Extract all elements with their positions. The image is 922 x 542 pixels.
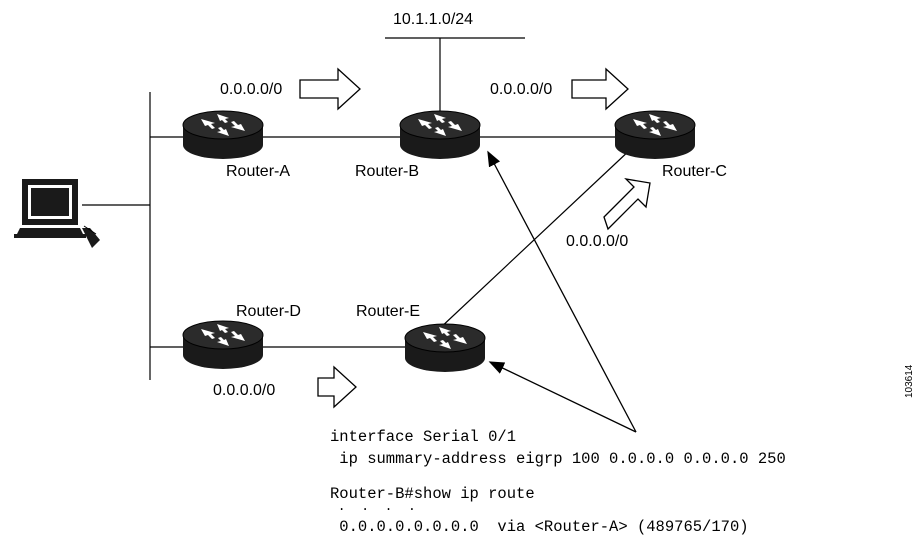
route-label-e-to-c: 0.0.0.0/0 xyxy=(566,233,629,250)
router-c-icon xyxy=(614,110,696,160)
router-d-label: Router-D xyxy=(236,303,301,320)
link-e-c xyxy=(437,147,633,331)
config-line-dots: . . . . xyxy=(330,499,416,514)
block-arrow-e-to-c xyxy=(603,178,651,231)
route-arrows xyxy=(299,67,651,409)
config-line-interface: interface Serial 0/1 xyxy=(330,428,517,446)
links xyxy=(82,37,633,380)
router-e-icon xyxy=(404,323,486,373)
config-line-route: 0.0.0.0.0.0.0.0 via <Router-A> (489765/1… xyxy=(330,518,749,536)
route-label-b-to-c: 0.0.0.0/0 xyxy=(490,81,553,98)
router-b-icon xyxy=(399,110,481,160)
pointer-to-router-e xyxy=(488,361,637,433)
pointer-to-router-b xyxy=(487,150,637,433)
block-arrow-a-to-b xyxy=(299,67,361,111)
route-label-a-to-b: 0.0.0.0/0 xyxy=(220,81,283,98)
router-e-label: Router-E xyxy=(356,303,421,320)
workstation-icon xyxy=(14,179,100,248)
router-a-label: Router-A xyxy=(226,163,291,180)
route-label-d-to-e: 0.0.0.0/0 xyxy=(213,382,276,399)
subnet-label: 10.1.1.0/24 xyxy=(393,11,474,28)
figure-id: 103614 xyxy=(904,364,915,398)
router-c-label: Router-C xyxy=(662,163,727,180)
block-arrow-b-to-c xyxy=(571,67,629,111)
router-b-label: Router-B xyxy=(355,163,420,180)
config-pointers xyxy=(487,150,637,433)
config-line-summary: ip summary-address eigrp 100 0.0.0.0 0.0… xyxy=(330,450,786,468)
router-d-icon xyxy=(182,320,264,370)
router-a-icon xyxy=(182,110,264,160)
config-line-show: Router-B#show ip route xyxy=(330,485,535,503)
block-arrow-d-to-e xyxy=(317,365,357,409)
